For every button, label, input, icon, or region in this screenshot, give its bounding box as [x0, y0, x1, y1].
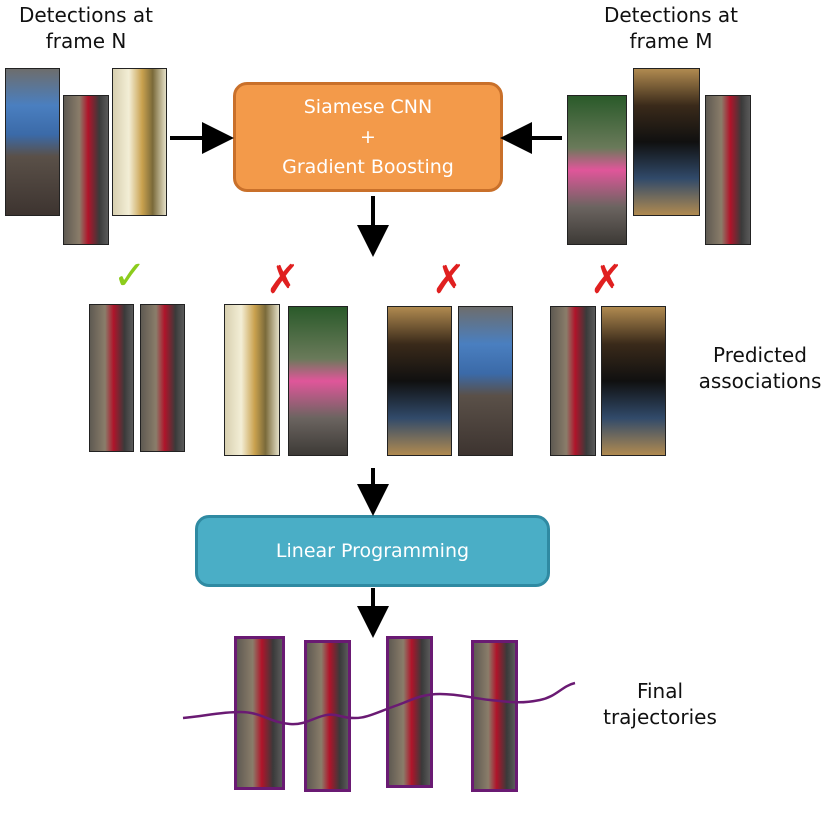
association-crop	[601, 306, 666, 456]
association-crop	[387, 306, 452, 456]
detection-crop	[633, 68, 700, 216]
predicted-associations-label: Predicted associations	[698, 343, 822, 393]
association-crop	[550, 306, 596, 456]
frame-n-title: Detections at frame N	[18, 3, 154, 53]
trajectory-crop	[471, 640, 518, 792]
detection-crop	[112, 68, 167, 216]
trajectory-crop	[386, 636, 433, 788]
association-crop	[288, 306, 348, 456]
final-trajectories-label: Final trajectories	[603, 679, 717, 729]
association-crop	[458, 306, 513, 456]
checkmark-icon: ✓	[113, 253, 147, 299]
frame-m-title: Detections at frame M	[603, 3, 739, 53]
linear-programming-label: Linear Programming	[275, 540, 470, 562]
detection-crop	[63, 95, 109, 245]
linear-programming-box: Linear Programming	[195, 515, 550, 587]
cross-icon: ✗	[432, 257, 466, 303]
association-crop	[89, 304, 134, 452]
siamese-cnn-label: Siamese CNN + Gradient Boosting	[282, 96, 454, 178]
cross-icon: ✗	[590, 257, 624, 303]
siamese-cnn-box: Siamese CNN + Gradient Boosting	[233, 82, 503, 192]
cross-icon: ✗	[266, 257, 300, 303]
detection-crop	[567, 95, 627, 245]
detection-crop	[5, 68, 60, 216]
trajectory-crop	[234, 636, 285, 790]
association-crop	[224, 304, 280, 456]
detection-crop	[705, 95, 751, 245]
trajectory-line	[182, 681, 576, 726]
association-crop	[140, 304, 185, 452]
